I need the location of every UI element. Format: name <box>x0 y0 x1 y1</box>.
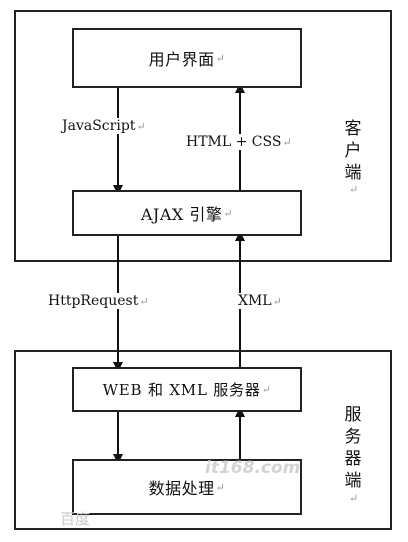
return-mark: ↵ <box>282 136 292 149</box>
user-interface-label: 用户界面 <box>148 50 215 69</box>
it168-watermark: it168.com <box>205 458 301 478</box>
xml-label: XML↵ <box>236 293 284 309</box>
html-css-label-text: HTML + CSS <box>186 134 282 150</box>
return-mark: ↵ <box>223 206 234 220</box>
web-xml-server-box: WEB 和 XML 服务器↵ <box>72 367 302 412</box>
data-processing-label: 数据处理 <box>148 479 215 498</box>
return-mark: ↵ <box>215 51 226 65</box>
web-xml-server-label: WEB 和 XML 服务器 <box>102 381 261 399</box>
return-mark: ↵ <box>261 383 272 396</box>
xml-label-text: XML <box>238 293 272 309</box>
server-side-return-mark: ↵ <box>349 492 359 505</box>
http-request-label-text: HttpRequest <box>48 293 139 309</box>
return-mark: ↵ <box>139 295 149 308</box>
javascript-label-text: JavaScript <box>62 118 136 134</box>
html-css-label: HTML + CSS↵ <box>184 134 294 150</box>
client-side-label: 客户端 <box>344 119 362 183</box>
server-side-label: 服务器端 <box>344 405 362 491</box>
client-side-return-mark: ↵ <box>349 183 359 196</box>
javascript-label: JavaScript↵ <box>60 118 148 134</box>
http-request-label: HttpRequest↵ <box>46 293 151 309</box>
baidu-watermark: 百度 <box>60 510 91 528</box>
data-processing-box: 数据处理↵ <box>72 459 302 515</box>
return-mark: ↵ <box>272 295 282 308</box>
return-mark: ↵ <box>215 480 226 494</box>
user-interface-box: 用户界面↵ <box>72 28 302 88</box>
ajax-engine-label: AJAX 引擎 <box>140 205 223 224</box>
return-mark: ↵ <box>136 120 146 133</box>
ajax-engine-box: AJAX 引擎↵ <box>72 190 302 236</box>
